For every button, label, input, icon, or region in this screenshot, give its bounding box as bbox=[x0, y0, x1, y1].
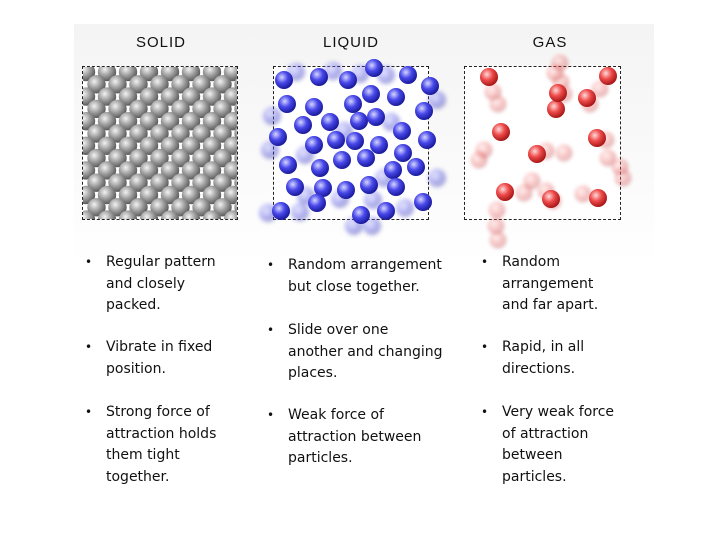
liquid-particle bbox=[357, 149, 375, 167]
solid-particle bbox=[234, 124, 252, 142]
gas-fact-2: Rapid, in all directions. bbox=[481, 337, 616, 380]
solid-particle bbox=[98, 210, 116, 228]
liquid-fact-3: Weak force of attraction between particl… bbox=[267, 405, 447, 470]
liquid-particle bbox=[305, 136, 323, 154]
liquid-particle bbox=[384, 161, 402, 179]
solid-particle bbox=[245, 137, 263, 155]
liquid-particle bbox=[387, 88, 405, 106]
gas-particle bbox=[589, 189, 607, 207]
liquid-particle-trail bbox=[263, 107, 281, 125]
liquid-particle bbox=[367, 108, 385, 126]
liquid-fact-2: Slide over one another and changing plac… bbox=[267, 320, 447, 385]
liquid-particle bbox=[360, 176, 378, 194]
liquid-particle bbox=[279, 156, 297, 174]
liquid-particle bbox=[286, 178, 304, 196]
liquid-particle bbox=[321, 113, 339, 131]
liquid-particle bbox=[393, 122, 411, 140]
solid-particle bbox=[245, 186, 263, 204]
gas-particle-trail bbox=[471, 152, 488, 169]
solid-fact-1: Regular pattern and closely packed. bbox=[85, 252, 235, 317]
solid-particle bbox=[245, 87, 263, 105]
liquid-particle bbox=[399, 66, 417, 84]
liquid-particle-trail bbox=[428, 169, 446, 187]
liquid-particle bbox=[275, 71, 293, 89]
gas-particle bbox=[542, 190, 560, 208]
gas-particle bbox=[528, 145, 546, 163]
liquid-particle bbox=[418, 131, 436, 149]
gas-particle bbox=[549, 84, 567, 102]
solid-particle bbox=[77, 210, 95, 228]
solid-particle bbox=[245, 112, 263, 130]
liquid-particle-trail bbox=[396, 199, 414, 217]
solid-particle bbox=[234, 100, 252, 118]
liquid-fact-1: Random arrangement but close together. bbox=[267, 255, 447, 298]
liquid-particle bbox=[365, 59, 383, 77]
gas-particle-trail bbox=[490, 232, 507, 249]
solid-particle bbox=[255, 75, 273, 93]
liquid-particle bbox=[362, 85, 380, 103]
gas-fact-1: Random arrangement and far apart. bbox=[481, 252, 616, 317]
gas-particle-trail bbox=[490, 96, 507, 113]
solid-fact-3: Strong force of attraction holds them ti… bbox=[85, 402, 235, 488]
gas-particle-trail bbox=[547, 65, 564, 82]
liquid-particle bbox=[311, 159, 329, 177]
gas-particle-trail bbox=[489, 202, 506, 219]
liquid-particle bbox=[327, 131, 345, 149]
solid-particle bbox=[255, 174, 273, 192]
solid-particle bbox=[119, 210, 137, 228]
solid-particle bbox=[245, 161, 263, 179]
solid-particle bbox=[140, 210, 158, 228]
liquid-particle bbox=[308, 194, 326, 212]
liquid-particle bbox=[294, 116, 312, 134]
liquid-particle bbox=[278, 95, 296, 113]
gas-particle-trail bbox=[615, 170, 632, 187]
gas-particle bbox=[599, 67, 617, 85]
solid-particle bbox=[182, 210, 200, 228]
liquid-particle bbox=[415, 102, 433, 120]
liquid-particle bbox=[414, 193, 432, 211]
solid-particle bbox=[234, 149, 252, 167]
liquid-particle bbox=[305, 98, 323, 116]
solid-particle bbox=[161, 210, 179, 228]
liquid-particle bbox=[337, 181, 355, 199]
gas-particle bbox=[588, 129, 606, 147]
solid-particle bbox=[234, 75, 252, 93]
solid-particle bbox=[203, 210, 221, 228]
solid-lattice bbox=[77, 63, 274, 229]
gas-particle-trail bbox=[516, 185, 533, 202]
liquid-particle-trail bbox=[291, 203, 309, 221]
solid-fact-2: Vibrate in fixed position. bbox=[85, 337, 235, 380]
liquid-particle bbox=[269, 128, 287, 146]
liquid-particle bbox=[350, 112, 368, 130]
gas-particle bbox=[496, 183, 514, 201]
solid-particle bbox=[224, 210, 242, 228]
liquid-particle bbox=[377, 202, 395, 220]
liquid-particle bbox=[394, 144, 412, 162]
liquid-particle bbox=[407, 158, 425, 176]
gas-particle bbox=[492, 123, 510, 141]
liquid-particle bbox=[352, 206, 370, 224]
liquid-particle bbox=[421, 77, 439, 95]
solid-particle bbox=[234, 174, 252, 192]
liquid-particle bbox=[333, 151, 351, 169]
liquid-particle bbox=[370, 136, 388, 154]
solid-particle bbox=[234, 198, 252, 216]
gas-particle bbox=[547, 100, 565, 118]
liquid-particle bbox=[344, 95, 362, 113]
gas-particle-trail bbox=[556, 145, 573, 162]
liquid-particle bbox=[310, 68, 328, 86]
gas-particle bbox=[480, 68, 498, 86]
gas-particle-trail bbox=[575, 186, 592, 203]
particles-layer bbox=[0, 0, 720, 270]
liquid-particle bbox=[272, 202, 290, 220]
liquid-particle bbox=[339, 71, 357, 89]
solid-particle bbox=[245, 63, 263, 81]
gas-fact-3: Very weak force of attraction between pa… bbox=[481, 402, 616, 488]
liquid-particle bbox=[387, 178, 405, 196]
liquid-particle bbox=[346, 132, 364, 150]
gas-particle bbox=[578, 89, 596, 107]
